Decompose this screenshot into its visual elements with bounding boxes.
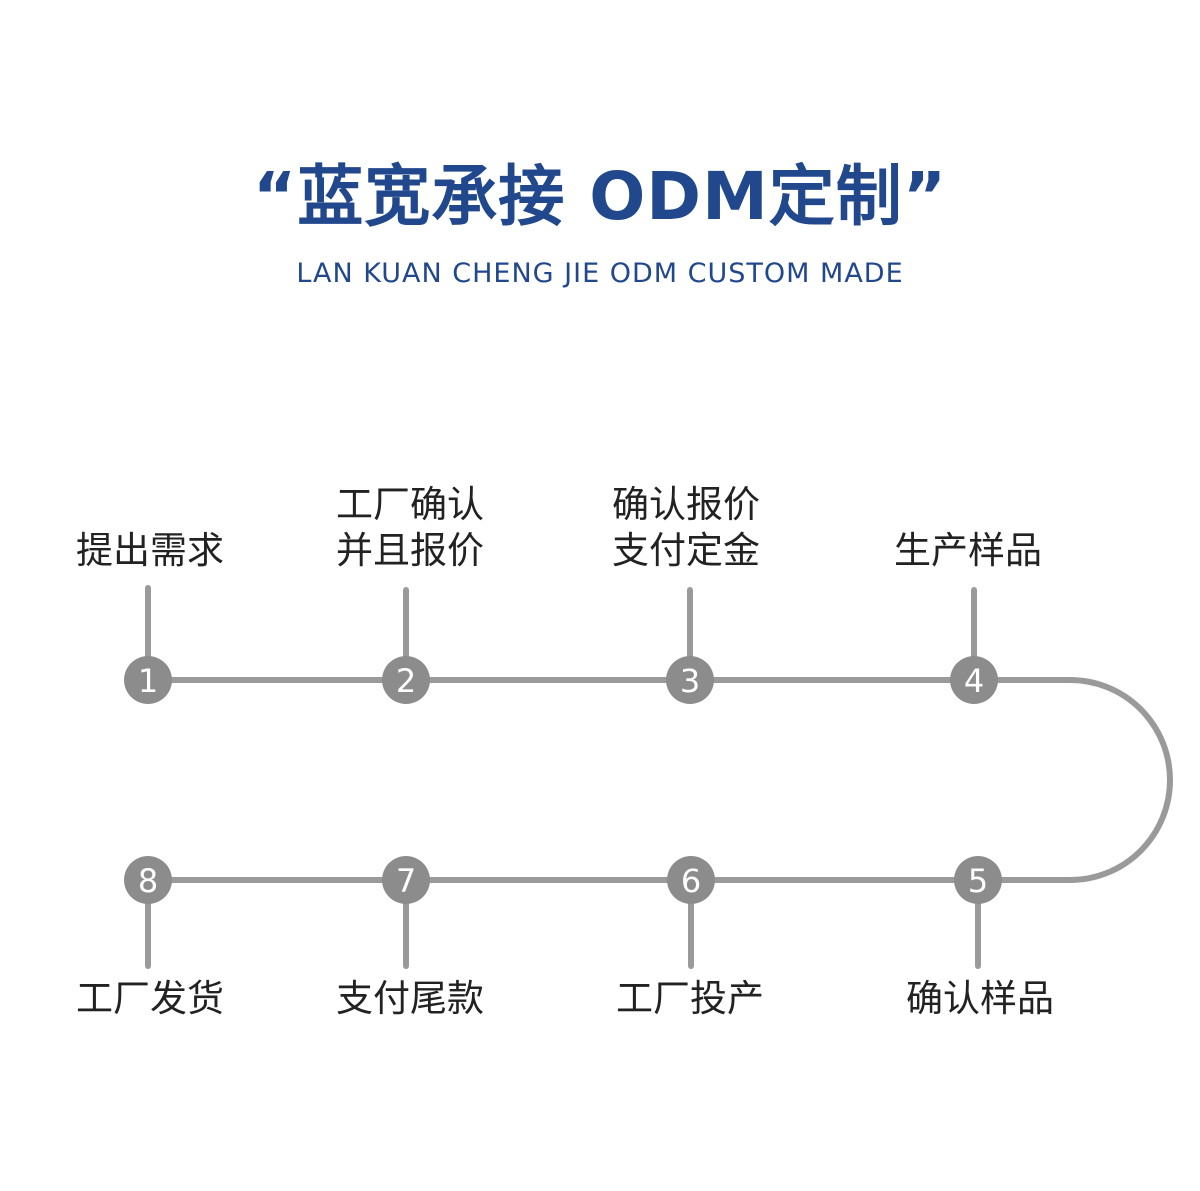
step-label-line: 支付尾款 xyxy=(336,977,484,1020)
step-label: 工厂发货 xyxy=(20,976,280,1022)
step-number: 5 xyxy=(968,862,988,900)
step-label-line: 支付定金 xyxy=(612,529,760,572)
step-label: 生产样品 xyxy=(838,528,1098,574)
step-label: 工厂投产 xyxy=(560,976,820,1022)
step-label: 支付尾款 xyxy=(280,976,540,1022)
step-label-line: 工厂发货 xyxy=(76,977,224,1020)
step-label-line: 确认样品 xyxy=(906,977,1054,1020)
step-node xyxy=(667,856,715,904)
step-label: 工厂确认并且报价 xyxy=(280,482,540,574)
step-node xyxy=(382,856,430,904)
step-label-line: 工厂投产 xyxy=(616,977,764,1020)
step-label-line: 工厂确认 xyxy=(336,483,484,526)
step-node xyxy=(382,656,430,704)
step-number: 4 xyxy=(964,662,984,700)
step-label-line: 并且报价 xyxy=(336,529,484,572)
step-number: 8 xyxy=(138,862,158,900)
page-subtitle: LAN KUAN CHENG JIE ODM CUSTOM MADE xyxy=(296,258,904,289)
step-label-line: 生产样品 xyxy=(894,529,1042,572)
step-label: 提出需求 xyxy=(20,528,280,574)
step-label-line: 提出需求 xyxy=(76,529,224,572)
step-node xyxy=(124,856,172,904)
step-number: 7 xyxy=(396,862,416,900)
step-number: 2 xyxy=(396,662,416,700)
step-label: 确认样品 xyxy=(850,976,1110,1022)
step-number: 6 xyxy=(681,862,701,900)
step-number: 3 xyxy=(680,662,700,700)
step-node xyxy=(954,856,1002,904)
step-label: 确认报价支付定金 xyxy=(556,482,816,574)
step-label-line: 确认报价 xyxy=(612,483,760,526)
step-number: 1 xyxy=(138,662,158,700)
step-node xyxy=(950,656,998,704)
step-node xyxy=(666,656,714,704)
flow-track xyxy=(145,677,1173,883)
page-title: “蓝宽承接 ODM定制” xyxy=(252,158,948,235)
step-node xyxy=(124,656,172,704)
